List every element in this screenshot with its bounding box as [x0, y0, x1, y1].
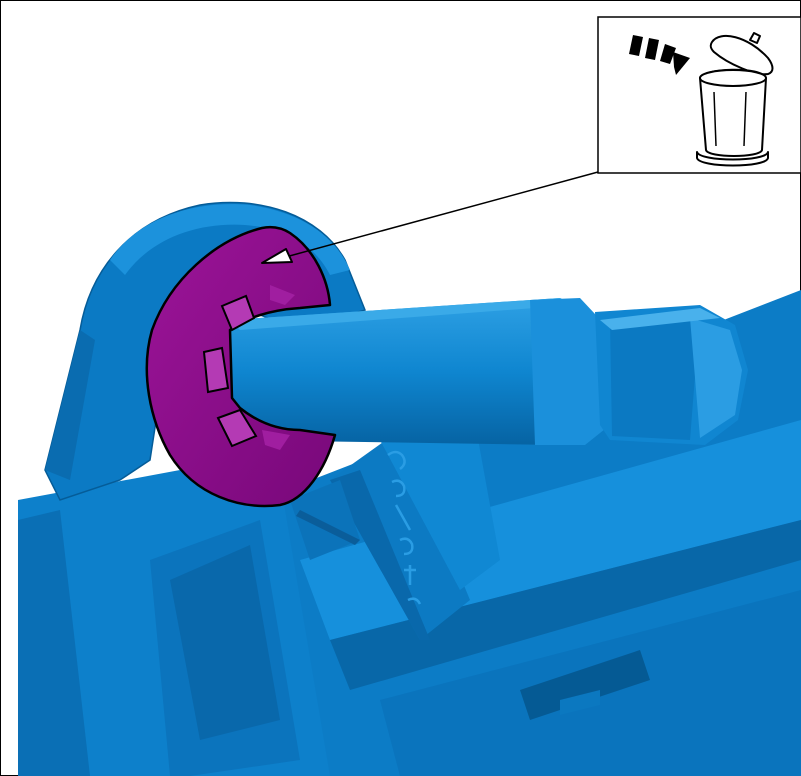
beam-body [18, 201, 801, 776]
inset-frame [597, 16, 801, 174]
discard-inset [597, 16, 801, 174]
callout-leader [261, 171, 599, 264]
retaining-clip [145, 225, 337, 508]
trash-bin-icon [696, 32, 774, 167]
shaft [230, 298, 748, 445]
motion-arrow-icon [629, 35, 690, 75]
embossed-marking [387, 450, 422, 605]
